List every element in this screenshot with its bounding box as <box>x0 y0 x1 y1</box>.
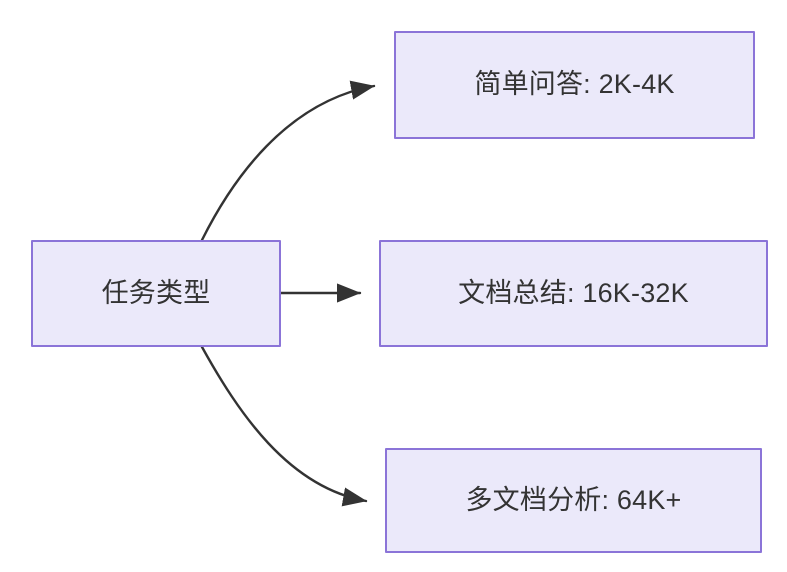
edge-task-to-simple-qa <box>200 80 376 242</box>
node-multi-doc[interactable]: 多文档分析: 64K+ <box>385 448 762 553</box>
node-doc-summary[interactable]: 文档总结: 16K-32K <box>379 240 768 347</box>
edge-task-to-multi-doc <box>200 345 368 507</box>
node-task-type[interactable]: 任务类型 <box>31 240 281 347</box>
node-task-type-label: 任务类型 <box>101 277 211 308</box>
node-multi-doc-label: 多文档分析: 64K+ <box>465 484 682 515</box>
node-simple-qa[interactable]: 简单问答: 2K-4K <box>394 31 755 139</box>
node-doc-summary-label: 文档总结: 16K-32K <box>458 277 689 308</box>
node-simple-qa-label: 简单问答: 2K-4K <box>474 69 675 100</box>
